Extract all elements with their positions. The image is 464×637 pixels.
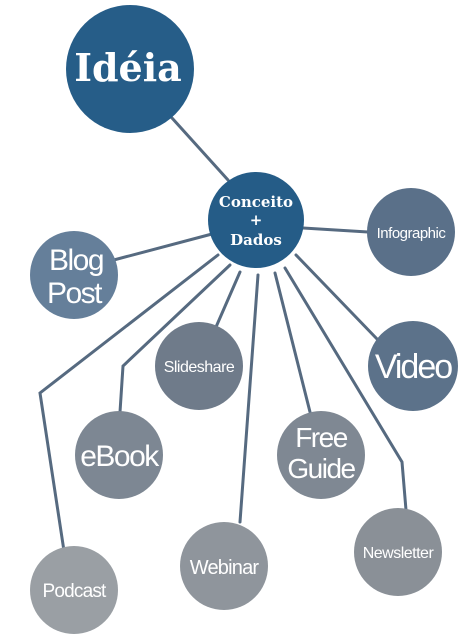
node-blog-post-line1: Blog (49, 244, 103, 277)
connector-center-podcast (38, 253, 220, 553)
connector-root-center (170, 116, 230, 182)
node-video-label: Video (375, 348, 452, 386)
connector-center-ebook (118, 263, 232, 414)
node-free-guide: Free Guide (277, 411, 365, 499)
node-podcast-label: Podcast (42, 581, 107, 602)
node-infographic-label: Infographic (377, 225, 447, 242)
node-infographic: Infographic (367, 188, 455, 276)
node-slideshare-circle (155, 322, 243, 410)
node-infographic-circle (367, 188, 455, 276)
node-center-line3: Dados (230, 231, 282, 249)
node-free-guide-circle (277, 411, 365, 499)
node-center-line2: + (250, 211, 263, 229)
node-ebook: eBook (75, 411, 163, 499)
node-newsletter: Newsletter (354, 508, 442, 596)
node-center-line1: Conceito (219, 193, 293, 211)
connector-center-webinar (238, 273, 260, 524)
node-slideshare-label: Slideshare (164, 359, 235, 376)
node-center-circle (208, 172, 304, 268)
node-root-label: Idéia (74, 45, 182, 90)
node-blog-post-circle (30, 231, 118, 319)
node-center: Conceito + Dados (208, 172, 304, 268)
connector-center-blog-post (108, 232, 214, 263)
node-video-circle (368, 321, 458, 411)
connectors (38, 116, 408, 553)
connector-center-video (294, 253, 380, 342)
node-free-guide-line2: Guide (287, 453, 355, 484)
node-free-guide-line1: Free (295, 422, 348, 453)
node-root: Idéia (66, 5, 194, 133)
connector-center-infographic (301, 226, 370, 234)
node-newsletter-circle (354, 508, 442, 596)
node-video: Video (368, 321, 458, 411)
node-newsletter-label: Newsletter (363, 545, 435, 562)
node-ebook-circle (75, 411, 163, 499)
node-webinar-label: Webinar (190, 557, 260, 579)
node-slideshare: Slideshare (155, 322, 243, 410)
connector-center-free-guide (273, 271, 312, 414)
node-blog-post: Blog Post (30, 231, 118, 319)
node-webinar-circle (180, 522, 268, 610)
node-webinar: Webinar (180, 522, 268, 610)
node-podcast-circle (30, 546, 118, 634)
connector-center-slideshare (214, 270, 242, 329)
node-podcast: Podcast (30, 546, 118, 634)
node-ebook-label: eBook (80, 440, 160, 473)
connector-center-newsletter (283, 266, 408, 512)
node-root-circle (66, 5, 194, 133)
node-blog-post-line2: Post (47, 277, 103, 310)
